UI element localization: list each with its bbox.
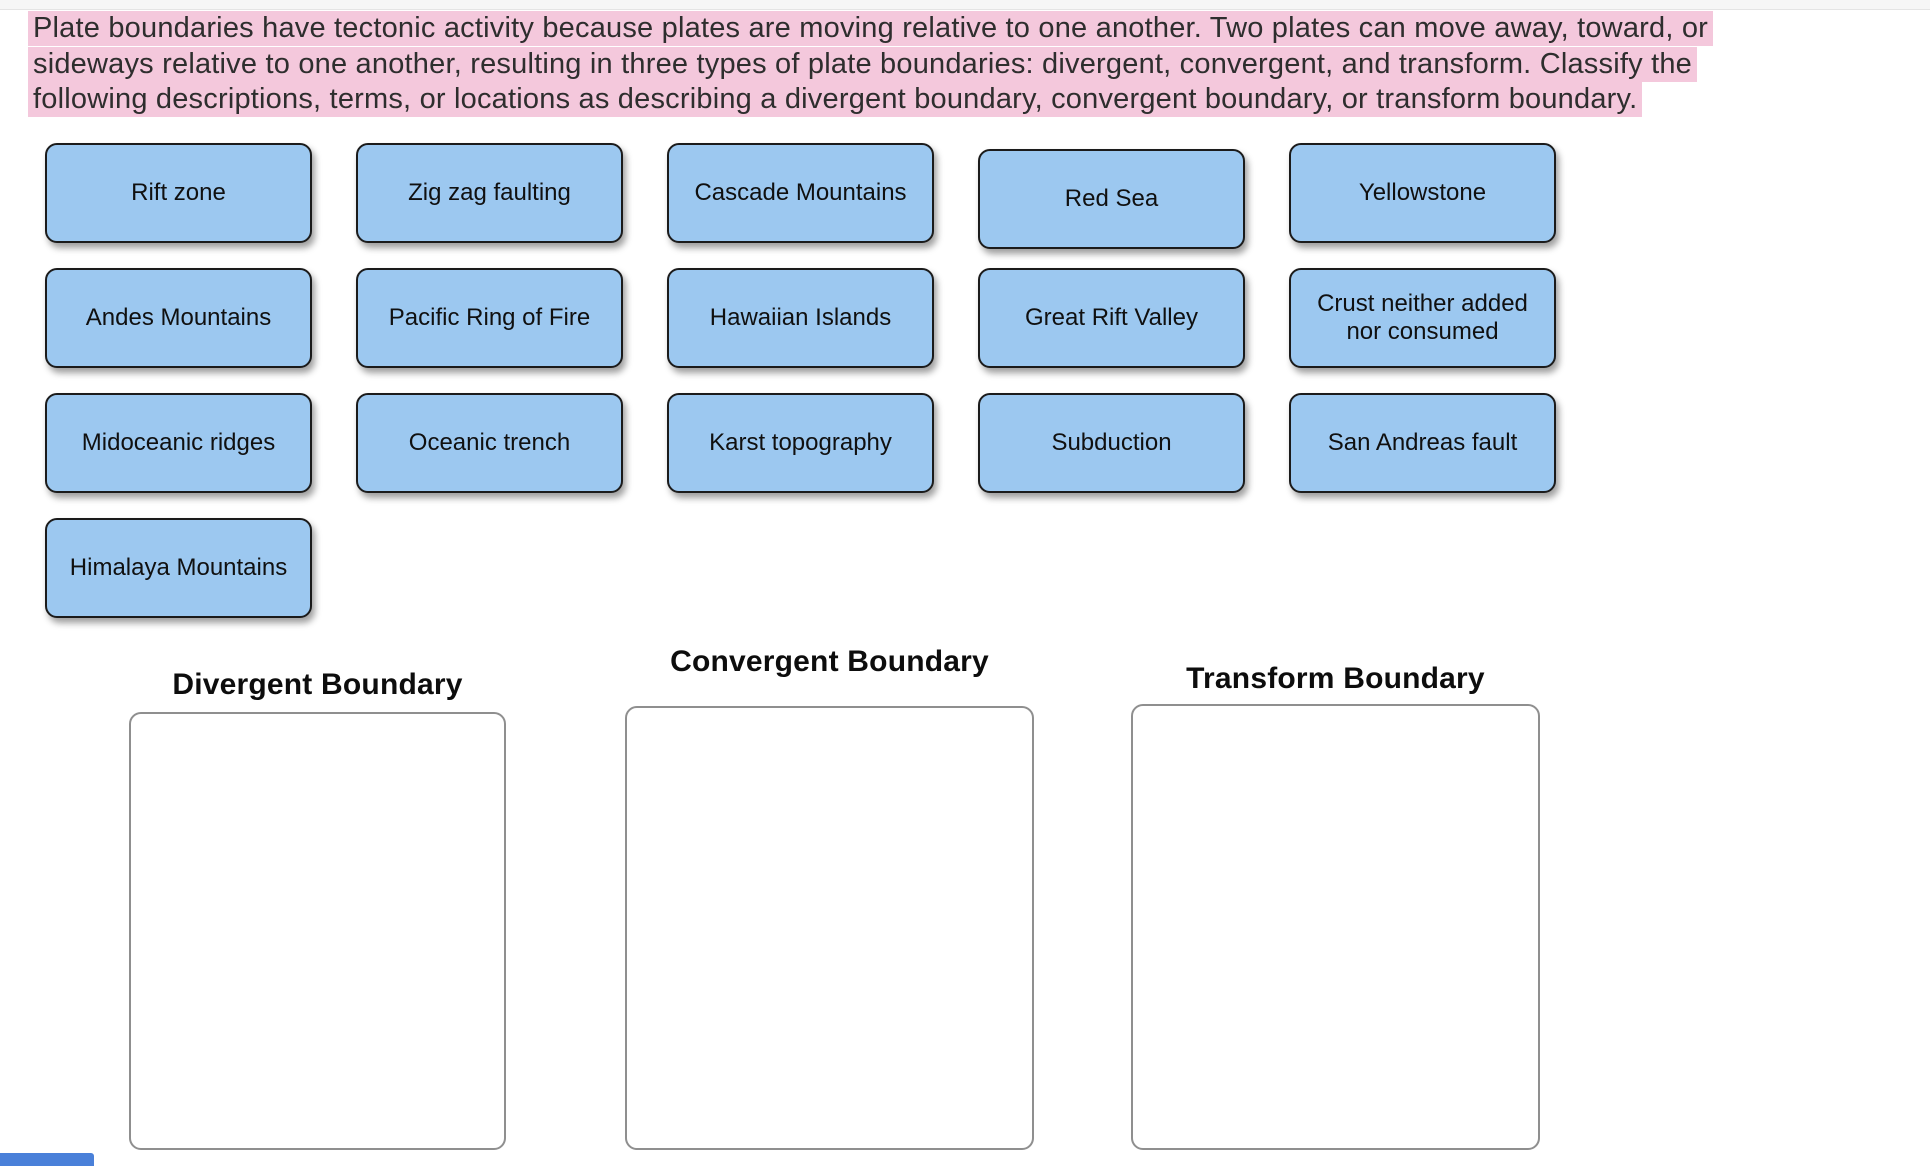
tile-subduction[interactable]: Subduction: [978, 393, 1245, 493]
tile-san-andreas-fault[interactable]: San Andreas fault: [1289, 393, 1556, 493]
partial-blue-element: [0, 1153, 94, 1166]
highlighted-text: Plate boundaries have tectonic activity …: [28, 11, 1714, 46]
tile-oceanic-trench[interactable]: Oceanic trench: [356, 393, 623, 493]
tile-himalaya-mountains[interactable]: Himalaya Mountains: [45, 518, 312, 618]
tile-cascade-mountains[interactable]: Cascade Mountains: [667, 143, 934, 243]
tile-red-sea[interactable]: Red Sea: [978, 149, 1245, 249]
tile-rift-zone[interactable]: Rift zone: [45, 143, 312, 243]
highlighted-text: sideways relative to one another, result…: [28, 46, 1697, 82]
tile-yellowstone[interactable]: Yellowstone: [1289, 143, 1556, 243]
zone-label-convergent-boundary: Convergent Boundary: [670, 645, 989, 678]
tile-midoceanic-ridges[interactable]: Midoceanic ridges: [45, 393, 312, 493]
highlighted-text: following descriptions, terms, or locati…: [28, 82, 1643, 117]
zone-label-divergent-boundary: Divergent Boundary: [172, 668, 463, 701]
instructions-line-2: sideways relative to one another, result…: [28, 46, 1713, 83]
tile-crust-neither-added-nor-consumed[interactable]: Crust neither added nor consumed: [1289, 268, 1556, 368]
tile-zig-zag-faulting[interactable]: Zig zag faulting: [356, 143, 623, 243]
tile-board: Rift zone Zig zag faulting Cascade Mountai…: [45, 143, 1556, 618]
instructions-line-3: following descriptions, terms, or locati…: [28, 82, 1713, 118]
transform-boundary-drop-area[interactable]: [1131, 704, 1540, 1150]
tile-great-rift-valley[interactable]: Great Rift Valley: [978, 268, 1245, 368]
top-strip: [0, 0, 1930, 10]
divergent-boundary-drop-area[interactable]: [129, 712, 506, 1150]
convergent-boundary-drop-area[interactable]: [625, 706, 1034, 1150]
zone-label-transform-boundary: Transform Boundary: [1186, 662, 1485, 695]
instructions-line-1: Plate boundaries have tectonic activity …: [28, 11, 1714, 47]
tile-hawaiian-islands[interactable]: Hawaiian Islands: [667, 268, 934, 368]
tile-karst-topography[interactable]: Karst topography: [667, 393, 934, 493]
tile-andes-mountains[interactable]: Andes Mountains: [45, 268, 312, 368]
tile-pacific-ring-of-fire[interactable]: Pacific Ring of Fire: [356, 268, 623, 368]
instructions-paragraph: Plate boundaries have tectonic activity …: [28, 11, 1714, 118]
